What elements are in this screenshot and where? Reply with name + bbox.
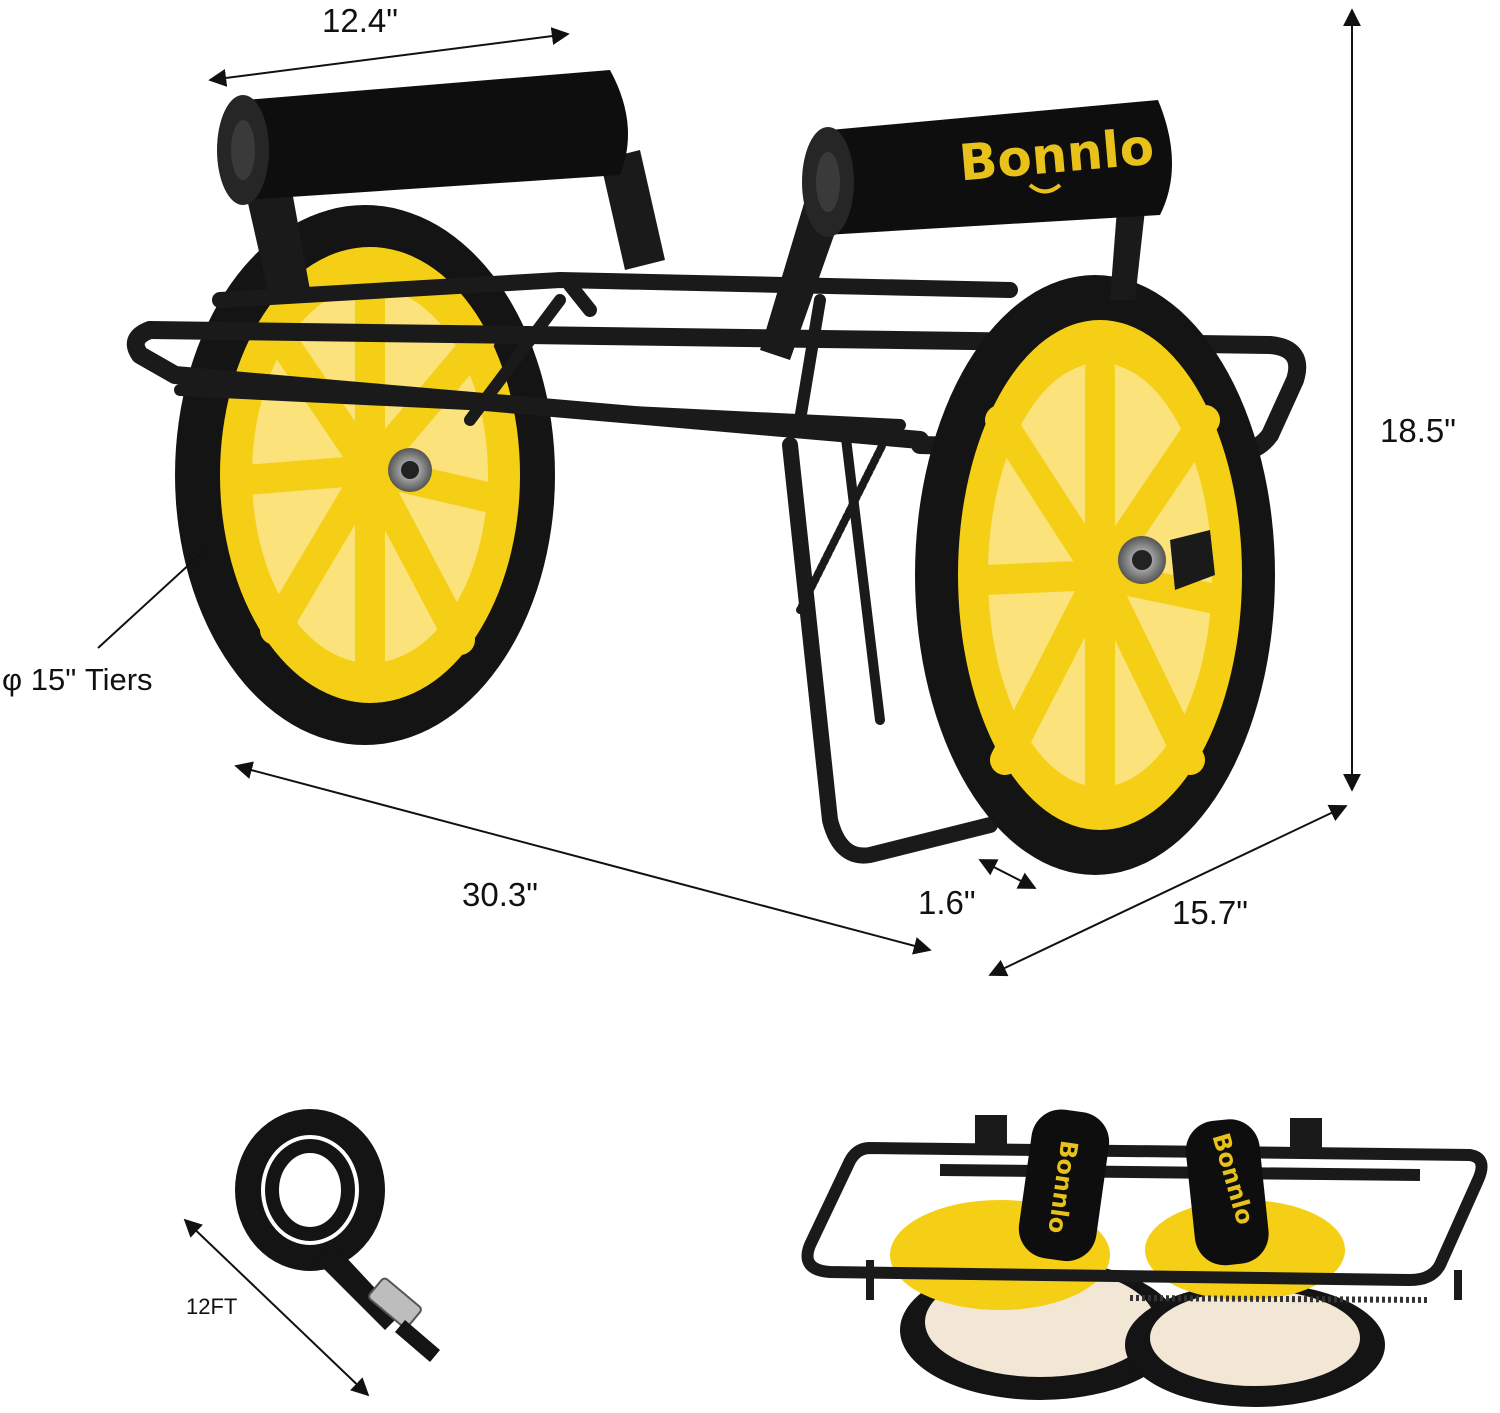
length-label: 30.3" (462, 876, 538, 913)
top-width-label: 12.4" (322, 2, 398, 39)
wheel-size-label: φ 15" Tiers (2, 662, 153, 697)
dim-line-strap (183, 1218, 370, 1397)
height-label: 18.5" (1380, 412, 1456, 449)
gap-label: 1.6" (918, 884, 976, 921)
tie-down-strap (235, 1109, 440, 1362)
dim-line-length (234, 761, 932, 955)
dim-line-gap (978, 859, 1037, 889)
dimension-lines (97, 8, 1361, 1397)
right-roller: Bonnlo (802, 100, 1173, 237)
left-roller (217, 70, 628, 205)
dim-line-wheel (97, 549, 206, 649)
strap-length-label: 12FT (186, 1294, 238, 1319)
kayak-cart: Bonnlo (126, 70, 1307, 875)
folded-cart: Bonnlo Bonnlo (801, 1109, 1488, 1407)
logo-smile-icon (1028, 183, 1062, 194)
buckle-icon (368, 1277, 422, 1329)
dim-line-depth (988, 804, 1348, 977)
right-wheel (915, 275, 1275, 875)
depth-label: 15.7" (1172, 894, 1248, 931)
dim-line-top-width (208, 27, 570, 87)
